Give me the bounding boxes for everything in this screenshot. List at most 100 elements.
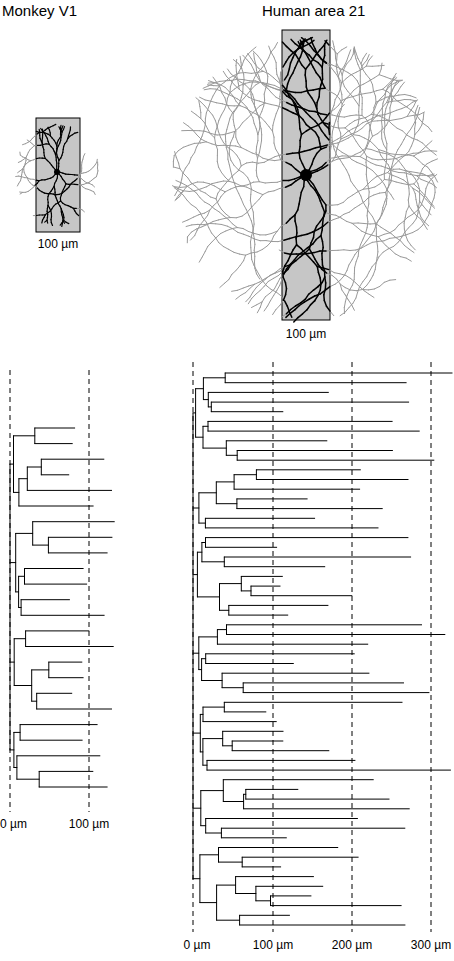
dendrite-segment <box>266 85 271 88</box>
scale-box <box>36 118 80 232</box>
dendrite-segment <box>250 248 252 254</box>
dendrite-segment <box>435 177 438 182</box>
dendrite-segment <box>276 149 279 154</box>
dendrite-segment <box>276 97 281 100</box>
dendrite-segment <box>335 280 340 284</box>
dendrite-segment <box>221 192 225 197</box>
dendrite-segment <box>299 115 303 119</box>
dendrite-segment <box>235 128 240 132</box>
dendrite-segment <box>251 95 252 101</box>
dendrite-segment <box>304 150 310 152</box>
dendrite-segment <box>240 56 242 62</box>
dendrite-segment <box>367 272 370 277</box>
dendrite-segment <box>338 202 344 204</box>
dendrite-segment <box>238 143 242 148</box>
dendrite-segment <box>383 249 388 252</box>
dendrite-segment <box>321 120 324 125</box>
dendrite-segment <box>399 161 403 166</box>
dendrite-segment <box>333 218 339 220</box>
dendrite-segment <box>391 110 397 112</box>
dendrite-segment <box>242 213 247 217</box>
dendrite-segment <box>293 245 296 250</box>
dendrite-segment <box>205 246 208 251</box>
dendrite-segment <box>250 292 253 297</box>
dendrite-segment <box>256 164 258 170</box>
dendrite-segment <box>181 183 186 186</box>
dendrite-segment <box>341 218 346 221</box>
dendrite-segment <box>419 119 423 123</box>
dendrite-segment <box>323 295 325 301</box>
dendrite-segment <box>347 60 351 64</box>
dendrite-segment <box>432 151 437 155</box>
dendrite-segment <box>398 145 401 150</box>
dendrite-segment <box>225 136 226 142</box>
dendrite-segment <box>380 282 385 286</box>
dendrite-segment <box>334 100 335 106</box>
dendrite-segment <box>248 177 251 182</box>
dendrite-segment <box>205 100 211 101</box>
dendrite-segment <box>184 123 189 127</box>
dendrite-segment <box>199 101 200 107</box>
dendrite-segment <box>423 164 427 169</box>
dendrite-segment <box>329 45 333 49</box>
dendrite-segment <box>41 220 43 223</box>
dendrite-segment <box>248 97 253 100</box>
dendrite-segment <box>416 200 417 206</box>
dendrite-segment <box>348 156 354 157</box>
dendrite-segment <box>392 86 395 92</box>
dendrite-segment <box>192 224 198 226</box>
dendrite-segment <box>353 134 359 136</box>
dendrite-segment <box>250 242 251 248</box>
dendrite-segment <box>233 113 234 119</box>
distal-dendrites <box>16 134 98 215</box>
dendrite-segment <box>204 216 208 221</box>
dendrite-segment <box>224 218 230 219</box>
dendrite-segment <box>236 296 241 300</box>
dendrite-segment <box>371 119 373 125</box>
dendrite-segment <box>366 162 368 168</box>
proximal-dendrites <box>282 38 330 322</box>
dendrite-segment <box>236 103 239 108</box>
dendrite-segment <box>290 91 296 93</box>
dendrite-segment <box>306 125 311 129</box>
dendrite-segment <box>306 112 310 116</box>
dendrite-segment <box>196 193 200 198</box>
dendrite-segment <box>357 227 362 231</box>
dendrite-segment <box>270 157 275 160</box>
dendrite-segment <box>234 252 240 254</box>
dendrite-segment <box>375 104 377 110</box>
dendrite-segment <box>276 108 278 114</box>
dendrite-segment <box>280 280 282 286</box>
dendrite-segment <box>273 78 278 82</box>
dendrite-segment <box>226 229 232 231</box>
dendrite-segment <box>225 130 226 136</box>
dendrite-segment <box>311 170 317 172</box>
dendrite-segment <box>249 284 255 286</box>
dendrite-segment <box>368 167 373 170</box>
dendrite-segment <box>209 110 213 115</box>
dendrite-segment <box>357 162 363 164</box>
dendrite-segment <box>405 211 406 217</box>
dendrite-segment <box>285 261 288 266</box>
dendrite-segment <box>191 153 194 158</box>
dendrite-segment <box>253 53 255 59</box>
dendrite-segment <box>286 283 287 289</box>
dendrite-segment <box>317 167 322 170</box>
dendrite-segment <box>342 98 348 100</box>
dendrite-segment <box>356 292 358 298</box>
dendrite-segment <box>413 219 417 224</box>
dendrite-segment <box>281 86 283 92</box>
dendrite-segment <box>389 178 390 184</box>
dendrite-segment <box>226 148 228 154</box>
dendrite-segment <box>303 181 305 187</box>
dendrite-segment <box>192 182 198 184</box>
dendrite-segment <box>220 189 225 192</box>
dendrite-segment <box>421 200 423 206</box>
dendrite-segment <box>423 206 427 211</box>
dendrite-segment <box>351 290 357 292</box>
dendrite-segment <box>251 85 255 89</box>
dendrite-segment <box>265 182 271 184</box>
dendrite-segment <box>384 151 390 153</box>
dendrite-segment <box>426 197 430 202</box>
dendrite-segment <box>236 188 239 193</box>
